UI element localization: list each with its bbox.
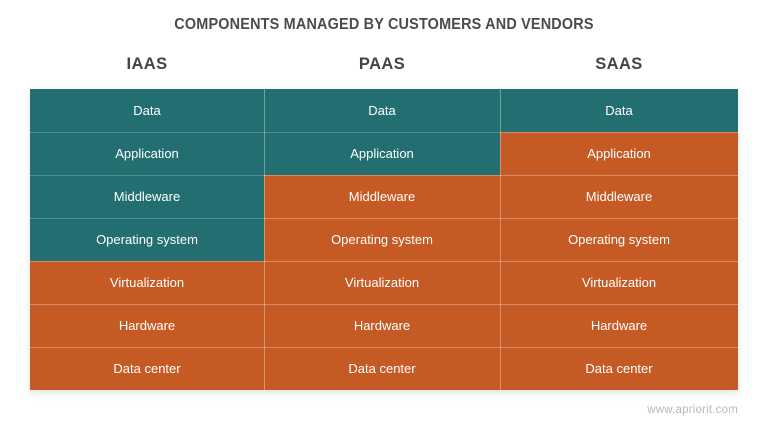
cell-iaas-virtualization: Virtualization <box>30 261 264 304</box>
cell-paas-data-center: Data center <box>264 347 500 390</box>
cell-paas-data: Data <box>264 89 500 132</box>
cell-saas-operating-system: Operating system <box>500 218 738 261</box>
column-header-paas: PAAS <box>358 55 406 73</box>
cell-label: Application <box>350 146 414 161</box>
cell-label: Middleware <box>348 189 416 204</box>
cell-label: Data <box>605 103 633 118</box>
cell-iaas-operating-system: Operating system <box>30 218 264 261</box>
cell-label: Virtualization <box>109 275 185 290</box>
cell-paas-hardware: Hardware <box>264 304 500 347</box>
cell-label: Middleware <box>585 189 653 204</box>
table-row: Virtualization Virtualization Virtualiza… <box>30 261 738 304</box>
cell-saas-middleware: Middleware <box>500 175 738 218</box>
cell-label: Hardware <box>590 318 648 333</box>
column-header-row: IAAS PAAS SAAS <box>30 55 738 74</box>
cell-iaas-middleware: Middleware <box>30 175 264 218</box>
cell-label: Middleware <box>113 189 181 204</box>
table-row: Data Data Data <box>30 89 738 132</box>
table-row: Data center Data center Data center <box>30 347 738 390</box>
cell-label: Virtualization <box>581 275 657 290</box>
cell-label: Operating system <box>96 232 198 247</box>
page-title: COMPONENTS MANAGED BY CUSTOMERS AND VEND… <box>174 16 594 33</box>
cell-label: Data center <box>348 361 416 376</box>
table-row: Hardware Hardware Hardware <box>30 304 738 347</box>
cell-label: Application <box>587 146 651 161</box>
cell-iaas-data: Data <box>30 89 264 132</box>
cell-label: Operating system <box>331 232 433 247</box>
cell-iaas-hardware: Hardware <box>30 304 264 347</box>
responsibility-matrix-table: Data Data Data Application Application A… <box>30 89 738 390</box>
cell-label: Hardware <box>118 318 176 333</box>
cell-saas-application: Application <box>500 132 738 175</box>
cell-paas-operating-system: Operating system <box>264 218 500 261</box>
cell-paas-application: Application <box>264 132 500 175</box>
cell-label: Virtualization <box>344 275 420 290</box>
cell-label: Operating system <box>568 232 670 247</box>
table-row: Application Application Application <box>30 132 738 175</box>
cell-saas-hardware: Hardware <box>500 304 738 347</box>
cell-label: Data center <box>113 361 181 376</box>
cell-iaas-data-center: Data center <box>30 347 264 390</box>
column-header-iaas: IAAS <box>126 55 168 73</box>
cell-label: Data center <box>585 361 653 376</box>
cell-saas-data-center: Data center <box>500 347 738 390</box>
column-header-saas: SAAS <box>595 55 643 73</box>
cell-label: Application <box>115 146 179 161</box>
cell-label: Data <box>133 103 161 118</box>
cell-label: Hardware <box>353 318 411 333</box>
table-row: Middleware Middleware Middleware <box>30 175 738 218</box>
cell-paas-virtualization: Virtualization <box>264 261 500 304</box>
cell-saas-virtualization: Virtualization <box>500 261 738 304</box>
cell-saas-data: Data <box>500 89 738 132</box>
cell-label: Data <box>368 103 396 118</box>
footer-watermark: www.apriorit.com <box>647 404 738 416</box>
cell-paas-middleware: Middleware <box>264 175 500 218</box>
table-row: Operating system Operating system Operat… <box>30 218 738 261</box>
cell-iaas-application: Application <box>30 132 264 175</box>
